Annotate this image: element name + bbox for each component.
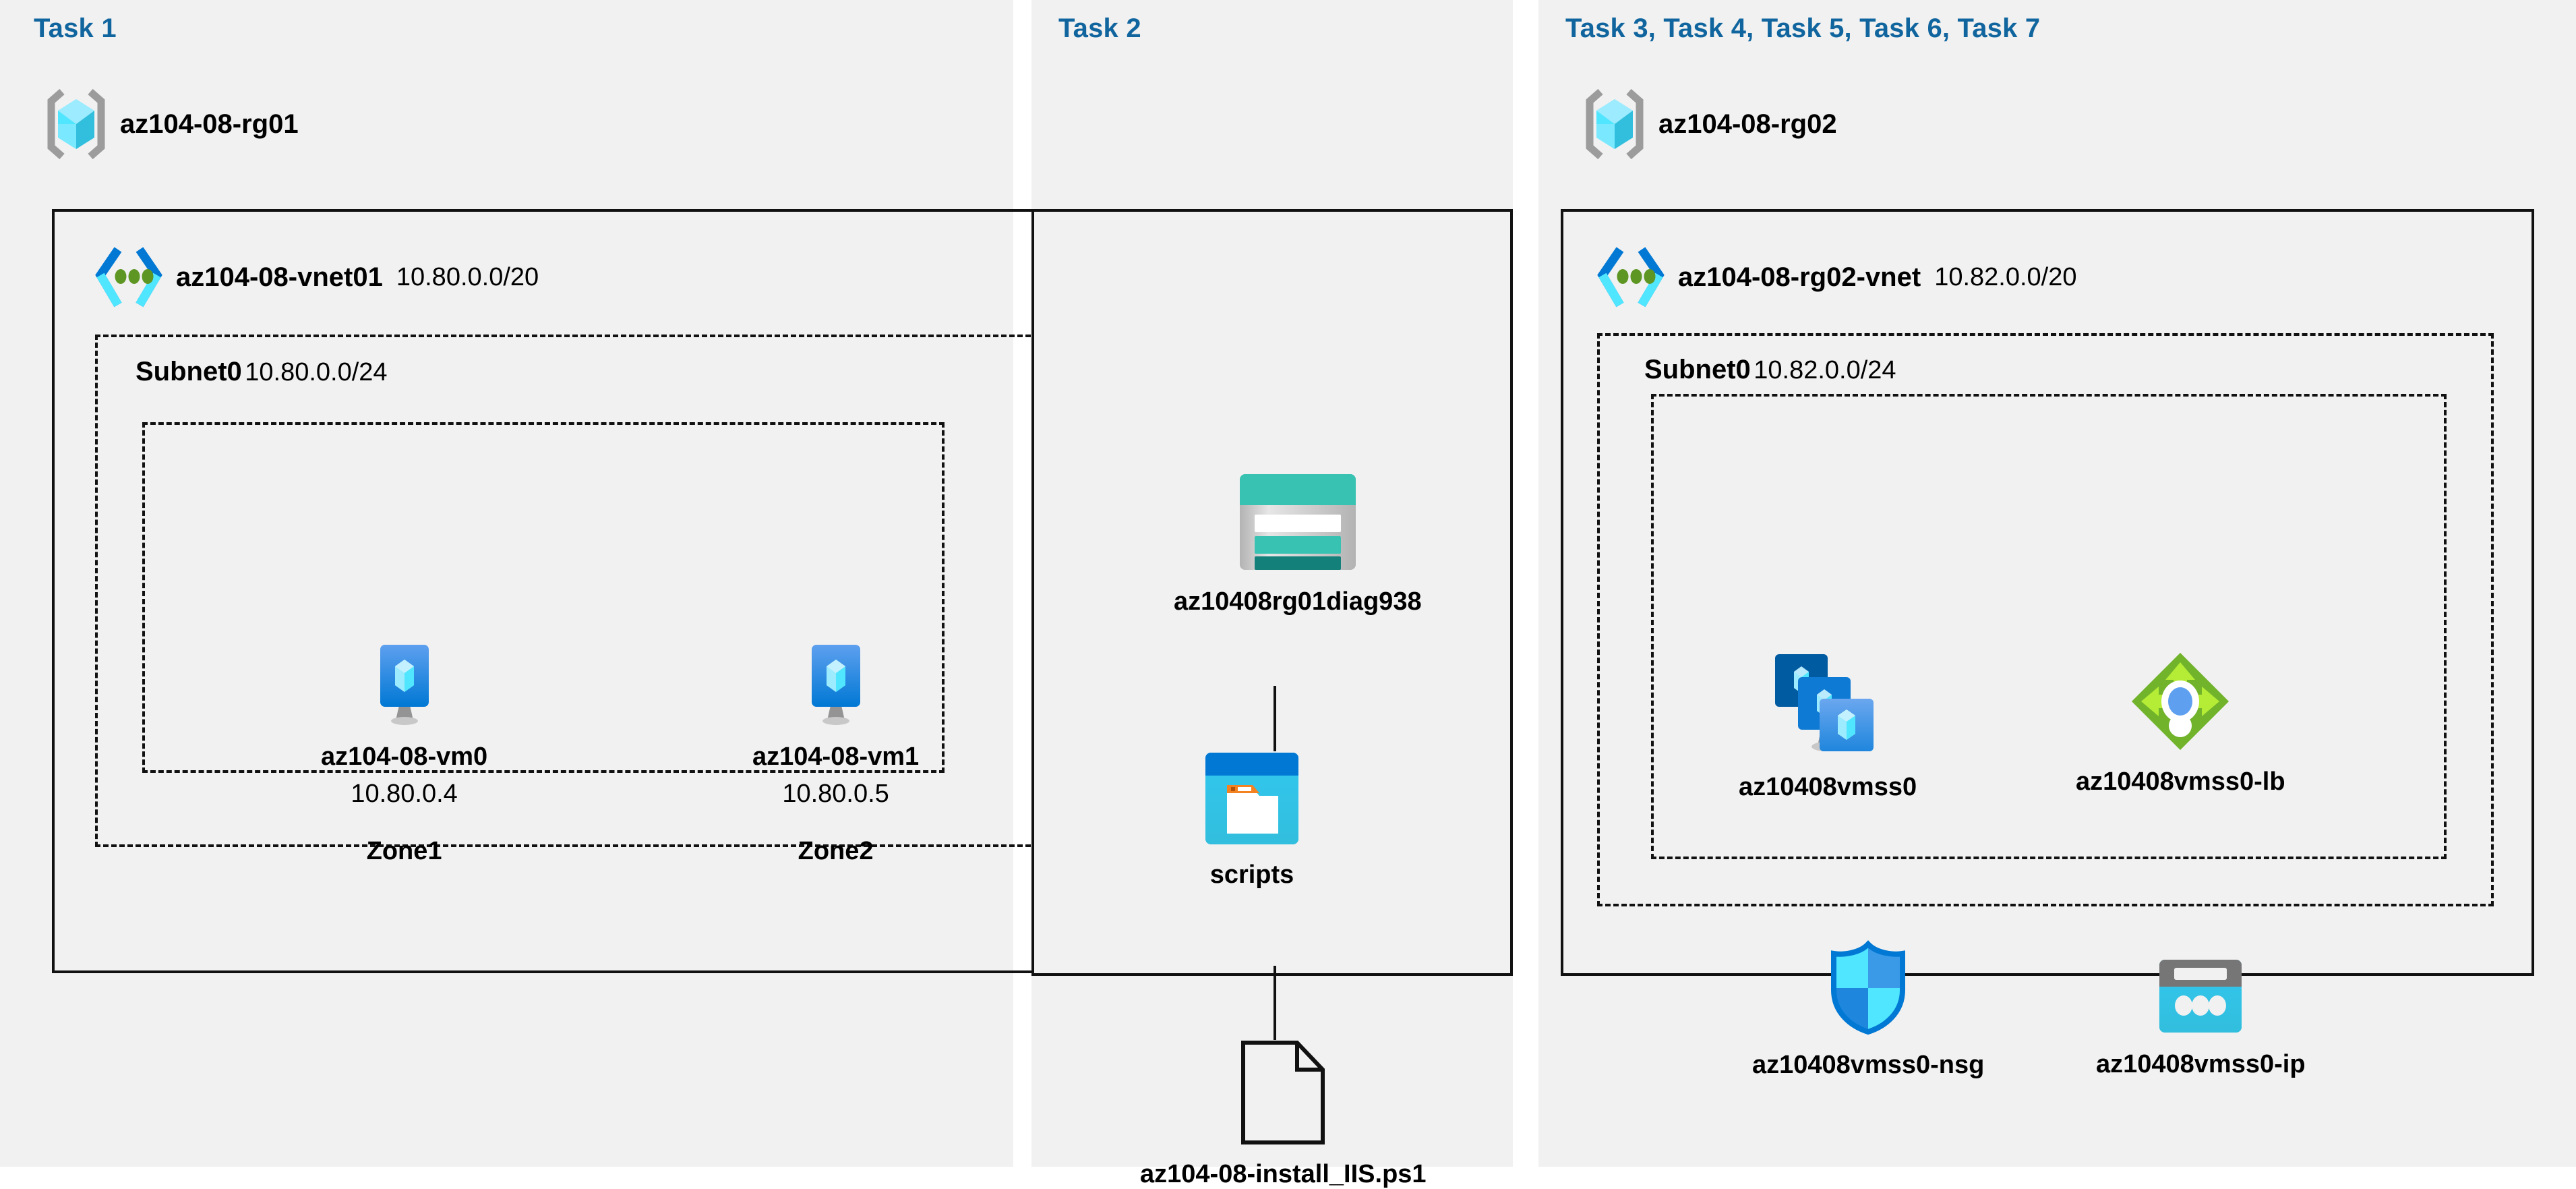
blob-container-icon — [1204, 751, 1300, 846]
public-ip-name: az10408vmss0-ip — [2096, 1050, 2306, 1078]
nsg-name: az10408vmss0-nsg — [1752, 1051, 1985, 1079]
file-name: az104-08-install_IIS.ps1 — [1140, 1160, 1427, 1188]
vm-node-az104-08-vm0[interactable]: az104-08-vm0 10.80.0.4 Zone1 — [321, 643, 487, 866]
task1-panel: Task 1 az104-08-rg01 — [0, 0, 1497, 1167]
rg02-vnet-name: az104-08-rg02-vnet — [1678, 262, 1921, 292]
subnet0-label: Subnet0 10.80.0.0/24 — [136, 357, 388, 387]
load-balancer-name: az10408vmss0-lb — [2076, 767, 2285, 796]
resource-group-label: az104-08-rg02 — [1658, 109, 1837, 139]
connector-storage-to-scripts — [1274, 686, 1276, 751]
vm-zone: Zone2 — [798, 837, 874, 865]
vnet01-cidr: 10.80.0.0/20 — [396, 262, 539, 291]
vm-name: az104-08-vm1 — [752, 743, 920, 771]
blob-container-node[interactable]: scripts — [1204, 751, 1300, 890]
rg02-vnet-cidr: 10.82.0.0/20 — [1934, 262, 2077, 291]
blob-container-name: scripts — [1209, 861, 1294, 889]
subnet0-cidr: 10.80.0.0/24 — [245, 358, 388, 386]
resource-group-rg01[interactable]: az104-08-rg01 — [47, 88, 299, 161]
task2-panel: Task 2 — [1031, 0, 1513, 1188]
vm-node-az104-08-vm1[interactable]: az104-08-vm1 10.80.0.5 Zone2 — [752, 643, 919, 866]
task3-panel: Task 3, Task 4, Task 5, Task 6, Task 7 a… — [1538, 0, 2576, 1167]
virtual-network-icon — [1597, 245, 1665, 309]
resource-group-rg02[interactable]: az104-08-rg02 — [1586, 88, 1837, 161]
rg02-vnet-header[interactable]: az104-08-rg02-vnet 10.82.0.0/20 — [1597, 245, 2077, 309]
task2-title: Task 2 — [1058, 13, 1141, 43]
file-icon — [1239, 1040, 1327, 1145]
virtual-machine-icon — [799, 643, 873, 728]
rg02-subnet0-box — [1597, 333, 2494, 906]
vnet01-container: az104-08-vnet01 10.80.0.0/20 Subnet0 10.… — [52, 209, 1497, 973]
public-ip-node[interactable]: az10408vmss0-ip — [2096, 957, 2306, 1079]
vm-zone: Zone1 — [366, 837, 442, 865]
rg02-vnet-container: az104-08-rg02-vnet 10.82.0.0/20 Subnet0 … — [1561, 209, 2534, 1079]
vm-name: az104-08-vm0 — [321, 743, 488, 771]
storage-account-name: az10408rg01diag938 — [1174, 587, 1422, 616]
rg02-subnet0-cidr: 10.82.0.0/24 — [1754, 356, 1896, 384]
vm-scale-set-icon — [1771, 650, 1884, 758]
vmss-node[interactable]: az10408vmss0 — [1739, 650, 1917, 802]
vm-ip: 10.80.0.4 — [351, 780, 458, 808]
nsg-node[interactable]: az10408vmss0-nsg — [1752, 940, 1984, 1080]
task3-title: Task 3, Task 4, Task 5, Task 6, Task 7 — [1565, 13, 2041, 43]
resource-group-label: az104-08-rg01 — [120, 109, 299, 139]
resource-group-icon — [1586, 88, 1644, 161]
task1-title: Task 1 — [34, 13, 117, 43]
load-balancer-node[interactable]: az10408vmss0-lb — [2076, 650, 2285, 796]
storage-account-icon — [1237, 471, 1358, 573]
vmss-name: az10408vmss0 — [1739, 773, 1917, 801]
subnet0-name: Subnet0 — [136, 357, 242, 386]
storage-account-node[interactable]: az10408rg01diag938 — [1174, 471, 1422, 616]
rg02-subnet0-name: Subnet0 — [1644, 355, 1751, 384]
resource-group-icon — [47, 88, 105, 161]
task2-container: az10408rg01diag938 — [1031, 209, 1513, 1188]
network-security-group-icon — [1827, 940, 1909, 1036]
subnet0-inner-group — [142, 422, 945, 773]
virtual-network-icon — [95, 245, 162, 309]
virtual-machine-icon — [367, 643, 442, 728]
connector-scripts-to-file — [1274, 966, 1276, 1040]
rg02-subnet0-label: Subnet0 10.82.0.0/24 — [1644, 355, 1896, 385]
vnet01-name: az104-08-vnet01 — [176, 262, 383, 292]
vm-ip: 10.80.0.5 — [782, 780, 889, 808]
vnet01-header[interactable]: az104-08-vnet01 10.80.0.0/20 — [95, 245, 539, 309]
public-ip-address-icon — [2157, 957, 2244, 1035]
rg02-inner-group — [1651, 394, 2447, 859]
load-balancer-icon — [2129, 650, 2231, 753]
